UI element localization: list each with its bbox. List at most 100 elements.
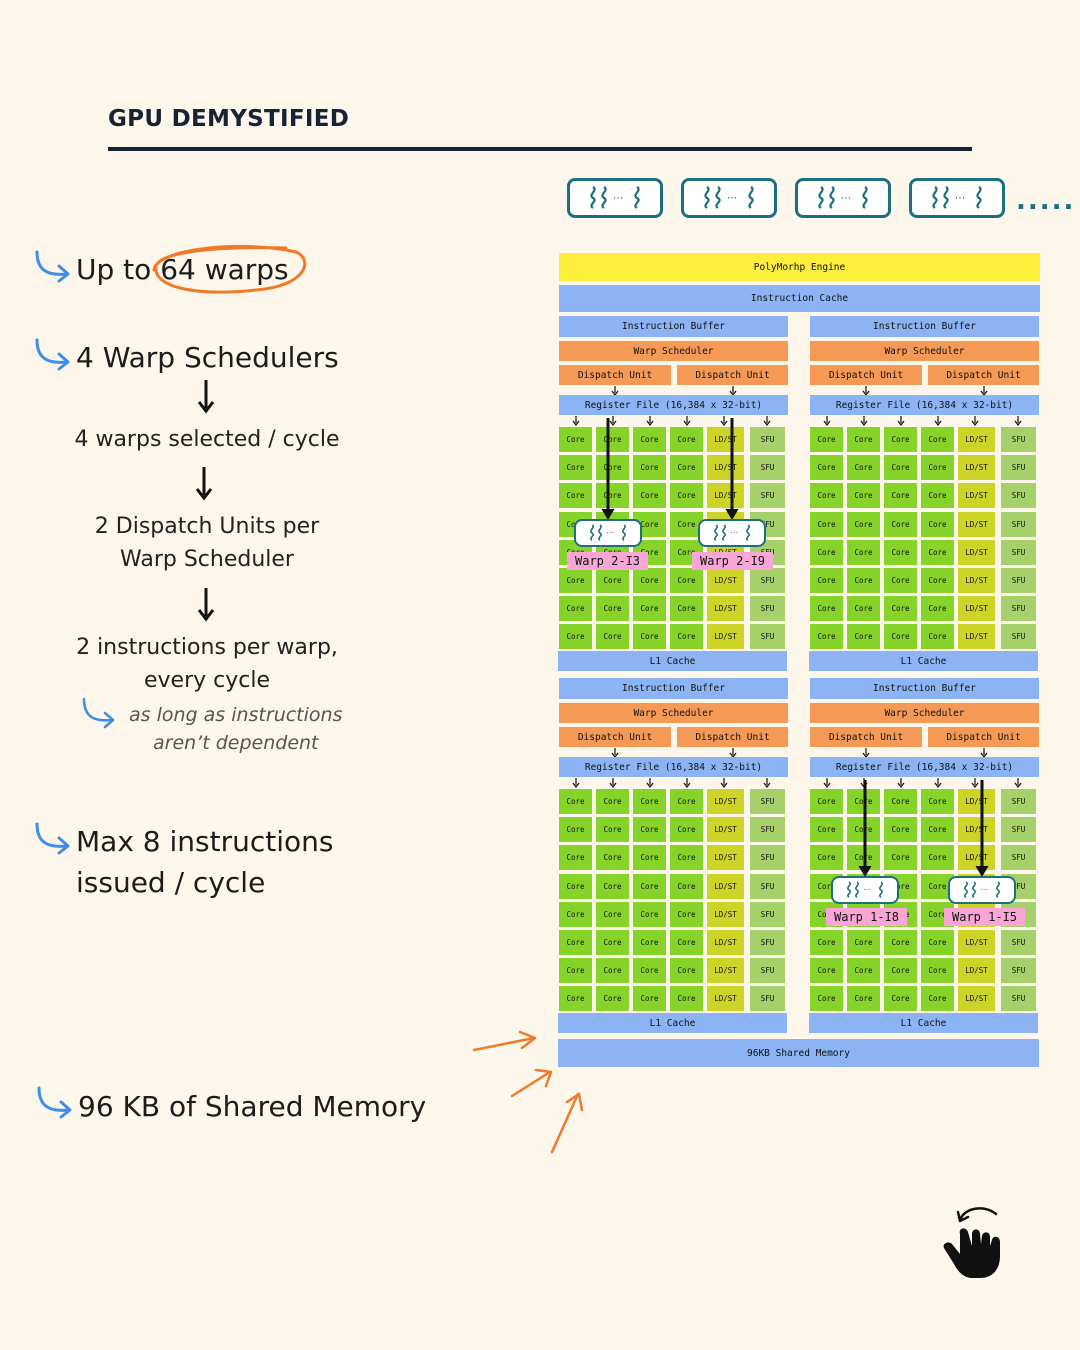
core-cell: Core: [633, 986, 666, 1012]
down-arrow-icon: [1014, 416, 1022, 426]
warp-box: ···: [831, 876, 899, 904]
point-warps-highlight: 64 warps: [160, 253, 289, 286]
core-cell: Core: [884, 873, 917, 899]
sfu-cell: SFU: [1001, 930, 1036, 955]
curved-arrow-icon: [37, 1086, 72, 1119]
dispatch-arrow: [858, 780, 872, 877]
ldst-cell: LD/ST: [958, 986, 995, 1012]
core-cell: Core: [810, 901, 843, 927]
core-cell: Core: [633, 568, 666, 593]
core-cell: Core: [884, 986, 917, 1012]
down-arrow-icon: [646, 416, 654, 426]
warp-threads-icon: ···: [590, 524, 626, 541]
point-warps: Up to 64 warps: [76, 250, 289, 291]
step-instructions-line1: 2 instructions per warp,: [76, 635, 338, 660]
ldst-cell: LD/ST: [958, 511, 995, 537]
core-cell: Core: [810, 539, 843, 565]
down-arrow-icon: [572, 416, 580, 426]
core-cell: Core: [633, 817, 666, 843]
core-cell: Core: [884, 624, 917, 650]
core-cell: Core: [921, 539, 954, 565]
highlight-circle: [152, 244, 307, 294]
core-cell: Core: [596, 845, 629, 871]
core-cell: Core: [884, 427, 917, 452]
core-cell: Core: [921, 986, 954, 1012]
core-cell: Core: [559, 427, 592, 452]
ldst-cell: LD/ST: [707, 539, 744, 565]
core-cell: Core: [670, 817, 703, 843]
register-file: Register File (16,384 x 32-bit): [810, 757, 1039, 777]
shared-memory: 96KB Shared Memory: [558, 1039, 1039, 1067]
core-cell: Core: [596, 817, 629, 843]
down-arrow-icon: [197, 588, 215, 622]
ldst-cell: LD/ST: [707, 455, 744, 481]
core-cell: Core: [633, 483, 666, 509]
core-cell: Core: [559, 817, 592, 843]
svg-text:···: ···: [841, 191, 852, 204]
ldst-cell: LD/ST: [958, 845, 995, 871]
hand-swipe-icon[interactable]: [938, 1200, 1008, 1282]
core-cell: Core: [847, 958, 880, 984]
core-cell: Core: [921, 789, 954, 814]
core-cell: Core: [596, 455, 629, 481]
core-cell: Core: [670, 427, 703, 452]
sfu-cell: SFU: [1001, 789, 1036, 814]
core-cell: Core: [921, 483, 954, 509]
down-arrow-icon: [729, 748, 737, 758]
ldst-cell: LD/ST: [707, 483, 744, 509]
core-cell: Core: [921, 958, 954, 984]
ldst-cell: LD/ST: [958, 930, 995, 955]
sfu-cell: SFU: [750, 511, 785, 537]
core-cell: Core: [921, 511, 954, 537]
core-cell: Core: [596, 986, 629, 1012]
down-arrow-icon: [862, 748, 870, 758]
down-arrow-icon: [729, 386, 737, 396]
core-cell: Core: [633, 789, 666, 814]
core-cell: Core: [559, 624, 592, 650]
sfu-cell: SFU: [1001, 845, 1036, 871]
core-cell: Core: [847, 845, 880, 871]
dispatch-arrow: [975, 780, 989, 877]
core-cell: Core: [670, 901, 703, 927]
down-arrow-icon: [195, 467, 213, 501]
core-cell: Core: [596, 901, 629, 927]
core-cell: Core: [633, 427, 666, 452]
core-cell: Core: [559, 511, 592, 537]
warp-box: ···: [574, 519, 642, 547]
svg-text:···: ···: [730, 528, 738, 537]
warp-label: Warp 2-I9: [692, 552, 774, 570]
core-cell: Core: [670, 624, 703, 650]
core-cell: Core: [810, 958, 843, 984]
core-cell: Core: [633, 845, 666, 871]
down-arrow-icon: [609, 416, 617, 426]
l1-cache: L1 Cache: [558, 1013, 787, 1033]
core-cell: Core: [847, 901, 880, 927]
core-cell: Core: [847, 511, 880, 537]
ldst-cell: LD/ST: [958, 901, 995, 927]
core-cell: Core: [633, 511, 666, 537]
down-arrow-icon: [720, 416, 728, 426]
instruction-cache: Instruction Cache: [559, 285, 1040, 312]
core-cell: Core: [596, 958, 629, 984]
register-file: Register File (16,384 x 32-bit): [810, 395, 1039, 415]
sfu-cell: SFU: [1001, 568, 1036, 593]
core-cell: Core: [596, 511, 629, 537]
ldst-cell: LD/ST: [958, 427, 995, 452]
point-max-instructions: Max 8 instructions issued / cycle: [76, 822, 333, 903]
down-arrow-icon: [897, 416, 905, 426]
instruction-buffer: Instruction Buffer: [559, 678, 788, 699]
core-cell: Core: [810, 427, 843, 452]
core-cell: Core: [810, 817, 843, 843]
pointer-arrows: [472, 1030, 584, 1154]
instruction-buffer: Instruction Buffer: [559, 316, 788, 337]
warp-threads-icon: ···: [590, 186, 640, 209]
core-cell: Core: [884, 958, 917, 984]
core-cell: Core: [596, 789, 629, 814]
sfu-cell: SFU: [750, 427, 785, 452]
sfu-cell: SFU: [750, 455, 785, 481]
core-cell: Core: [596, 596, 629, 622]
core-cell: Core: [559, 455, 592, 481]
core-cell: Core: [884, 596, 917, 622]
core-cell: Core: [847, 789, 880, 814]
l1-cache: L1 Cache: [809, 1013, 1038, 1033]
